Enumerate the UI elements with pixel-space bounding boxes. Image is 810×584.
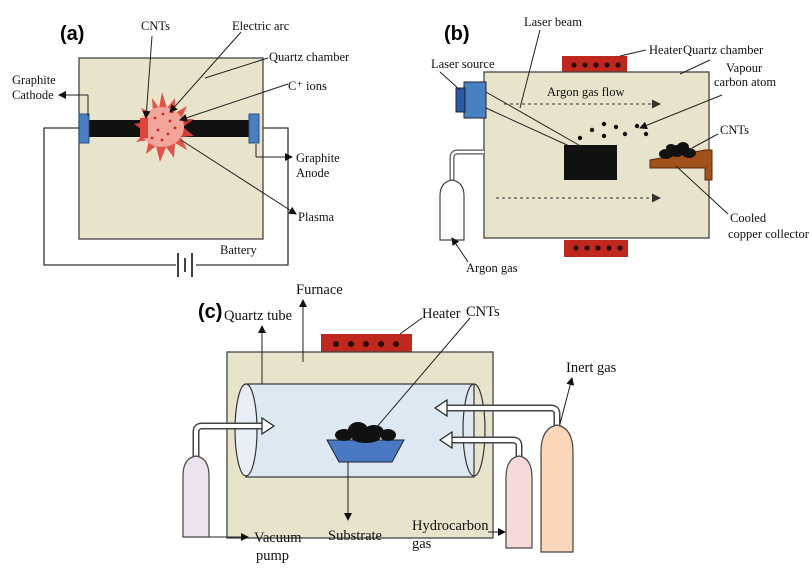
cnt-deposit [140, 118, 148, 138]
heater-label-b: Heater [649, 43, 683, 57]
c-ions-label: C⁺ ions [288, 79, 327, 93]
panel-c: (c) [182, 282, 617, 564]
panel-b-letter: (b) [444, 23, 470, 45]
quartz-chamber-label-a: Quartz chamber [269, 50, 350, 64]
quartz-chamber-label-b: Quartz chamber [683, 43, 764, 57]
panel-c-letter: (c) [198, 301, 222, 323]
graphite-anode-rod [178, 120, 250, 137]
heater-top-dots [571, 62, 621, 68]
battery-label: Battery [220, 243, 258, 257]
furnace-label: Furnace [296, 282, 343, 298]
vapour-label-1: Vapour [726, 61, 763, 75]
argon-gas-label: Argon gas [466, 261, 518, 275]
quartz-tube-label: Quartz tube [224, 308, 292, 324]
laser-beam-upper [485, 91, 585, 149]
pointer-quartz-chamber-a [204, 57, 269, 79]
argon-gas-tube [449, 149, 484, 182]
vacuum-arrow-head [261, 416, 276, 436]
inert-arrow-head [433, 398, 448, 418]
vacuum-pump-bottle [182, 455, 210, 538]
panel-a: (a) Battery [12, 19, 350, 277]
argon-gas-bottle [439, 179, 465, 241]
laser-beam-label: Laser beam [524, 15, 582, 29]
pointer-cnts-b [691, 133, 719, 149]
pointer-plasma [180, 139, 297, 215]
battery-wire-right [196, 127, 289, 266]
vapour-carbon-dots [577, 121, 649, 141]
inert-gas-bottle [540, 424, 574, 553]
pointer-argon-gas [451, 237, 469, 263]
hydrocarbon-gas-bottle [505, 455, 533, 549]
vacuum-label-2: pump [256, 548, 289, 564]
heater-label-c: Heater [422, 306, 461, 322]
plasma-label: Plasma [298, 210, 335, 224]
hydrocarbon-label-2: gas [412, 536, 432, 552]
inert-tube-inner [446, 406, 559, 432]
quartz-tube-right-end [462, 383, 486, 477]
laser-source-nozzle [455, 87, 466, 113]
pointer-cnts-c [375, 317, 471, 429]
anode-electrode [248, 113, 260, 144]
electric-arc-label: Electric arc [232, 19, 290, 33]
battery-wire [43, 127, 176, 266]
battery-icon [177, 253, 193, 277]
pointer-inert-gas [559, 377, 575, 425]
pointer-c-ions [179, 83, 289, 122]
pointer-heater-b [619, 49, 647, 57]
argon-gas-tube-inner [450, 150, 484, 182]
graphite-target [564, 145, 617, 180]
cnt-deposit-b [659, 142, 696, 159]
cooled-label-1: Cooled [730, 211, 767, 225]
inert-gas-label: Inert gas [566, 360, 617, 376]
vapour-label-2: carbon atom [714, 75, 776, 89]
panel-b: (b) [431, 15, 810, 275]
pointer-vapour [639, 94, 723, 130]
pointer-heater-c [399, 317, 423, 335]
heater-c-dots [333, 341, 399, 347]
graphite-anode-label-1: Graphite [296, 151, 340, 165]
cnt-deposit-c [335, 422, 396, 443]
laser-source-body [463, 81, 487, 119]
cathode-electrode [78, 113, 90, 144]
cooled-label-2: copper collector [728, 227, 810, 241]
argon-flow-label: Argon gas flow [547, 85, 625, 99]
pointer-collector [675, 165, 729, 215]
cnts-label-b: CNTs [720, 123, 749, 137]
graphite-cathode-label-2: Cathode [12, 88, 54, 102]
pointer-electric-arc [169, 31, 242, 113]
vacuum-label-1: Vacuum [254, 530, 302, 546]
plasma-core [140, 107, 184, 147]
pointer-quartz-chamber-b [679, 59, 711, 75]
pointer-cnts-a [142, 35, 153, 119]
substrate-boat [326, 439, 405, 463]
laser-beam-lower [485, 107, 579, 151]
graphite-cathode-label-1: Graphite [12, 73, 56, 87]
laser-source-label: Laser source [431, 57, 495, 71]
hydrocarbon-tube-inner [450, 438, 521, 460]
substrate-label: Substrate [328, 528, 382, 544]
panel-a-letter: (a) [60, 23, 84, 45]
vacuum-tube-inner [194, 424, 262, 460]
cnts-label-c: CNTs [466, 304, 500, 320]
pointer-laser-source [439, 71, 461, 91]
graphite-anode-label-2: Anode [296, 166, 330, 180]
cnts-label-a: CNTs [141, 19, 170, 33]
hydrocarbon-label-1: Hydrocarbon [412, 518, 489, 534]
pointer-laser-beam [519, 29, 541, 109]
heater-bottom-dots [573, 245, 623, 251]
hydrocarbon-arrow-head [438, 430, 453, 450]
quartz-tube-left-end [234, 383, 258, 477]
